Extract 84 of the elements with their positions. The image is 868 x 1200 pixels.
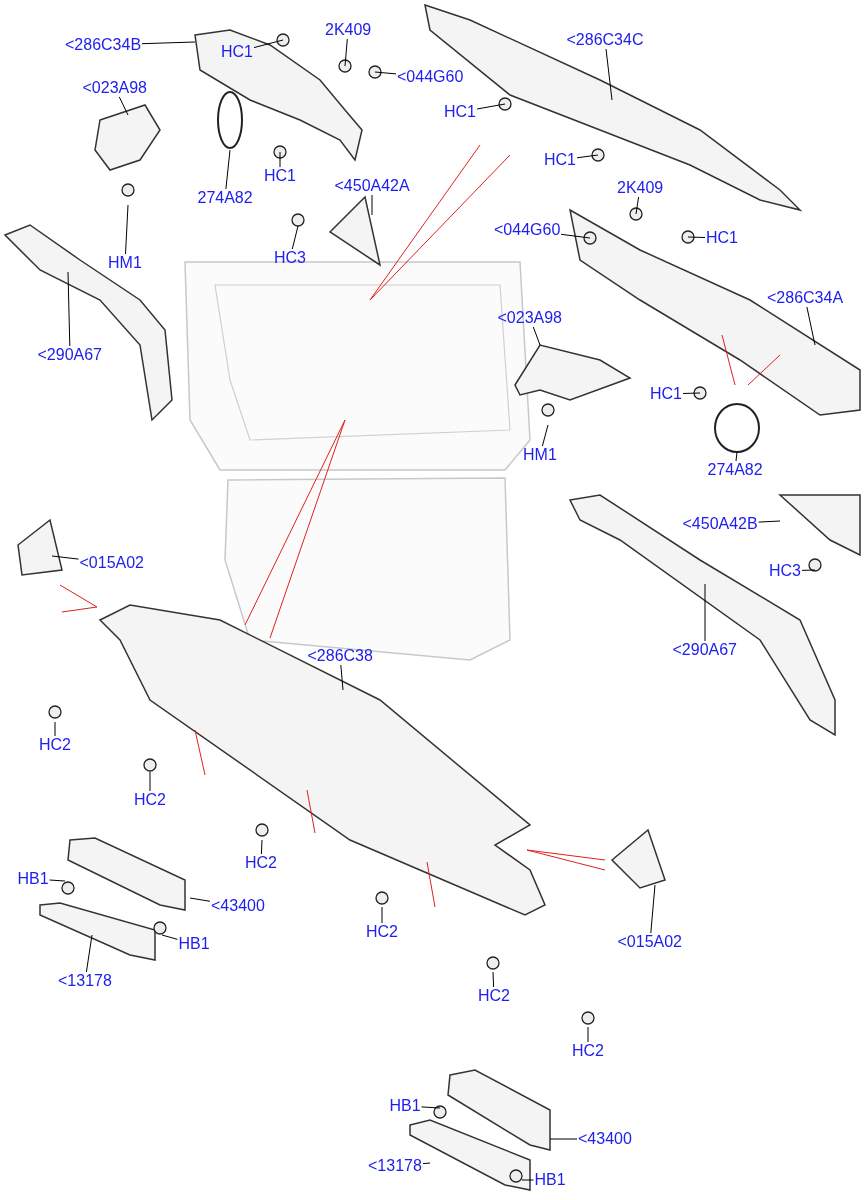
leader-line <box>253 39 284 49</box>
part-number: HC1 <box>649 385 683 403</box>
part-number: <015A02 <box>78 554 145 572</box>
part-number: 274A82 <box>706 461 764 479</box>
leader-line <box>51 555 79 560</box>
leader-line <box>149 771 151 792</box>
part-number: <450A42A <box>333 177 411 195</box>
leader-line <box>340 664 344 691</box>
part-number: HC1 <box>263 167 297 185</box>
part-number: HC2 <box>365 923 399 941</box>
leader-line <box>141 41 196 45</box>
part-number: HB1 <box>177 935 211 953</box>
leader-line <box>49 879 66 882</box>
part-number: HC1 <box>705 229 739 247</box>
part-number: HC3 <box>273 249 307 267</box>
leader-line <box>67 271 71 347</box>
part-number: HC3 <box>768 562 802 580</box>
part-number: <286C38 <box>306 647 374 665</box>
leader-line <box>371 194 373 216</box>
part-number: <286C34B <box>64 36 143 54</box>
leader-line <box>85 934 93 973</box>
leader-line <box>549 1138 578 1140</box>
part-number: HC1 <box>443 103 477 121</box>
part-number: <044G60 <box>396 68 465 86</box>
leader-line <box>279 151 281 168</box>
leader-line <box>682 392 701 394</box>
leader-line <box>189 897 211 902</box>
leader-line <box>125 204 129 255</box>
part-number: <13178 <box>57 972 113 990</box>
part-number: <023A98 <box>81 79 148 97</box>
part-number: HB1 <box>533 1171 567 1189</box>
part-number: <290A67 <box>671 641 738 659</box>
leader-line <box>521 1179 534 1181</box>
part-number: <43400 <box>577 1130 633 1148</box>
part-number: HC1 <box>220 43 254 61</box>
leader-line <box>291 225 299 250</box>
part-number: <015A02 <box>616 933 683 951</box>
leader-line <box>260 839 263 855</box>
part-number: HB1 <box>16 870 50 888</box>
part-number: <044G60 <box>493 221 562 239</box>
part-number: HC2 <box>133 791 167 809</box>
part-number: <450A42B <box>681 515 759 533</box>
part-number: 274A82 <box>196 189 254 207</box>
part-number: <286C34C <box>565 31 645 49</box>
leader-line <box>118 96 129 116</box>
leader-line <box>225 149 231 190</box>
part-number: HC2 <box>244 854 278 872</box>
leader-line <box>635 196 640 215</box>
part-number: HB1 <box>388 1097 422 1115</box>
leader-line <box>54 721 56 737</box>
leader-line <box>605 48 613 101</box>
part-number: 2K409 <box>324 21 373 39</box>
leader-line <box>476 103 506 110</box>
leader-line <box>374 71 397 75</box>
leader-line <box>806 306 816 346</box>
part-number: <43400 <box>210 897 266 915</box>
leader-line <box>560 233 591 239</box>
part-number: HC2 <box>477 987 511 1005</box>
part-number: <290A67 <box>36 346 103 364</box>
leader-line <box>344 38 348 67</box>
leader-line <box>687 236 706 238</box>
leader-line <box>576 154 599 159</box>
leader-line <box>532 326 541 346</box>
leader-line <box>758 520 781 523</box>
part-number: HC2 <box>571 1042 605 1060</box>
part-number: <286C34A <box>766 289 845 307</box>
leader-line <box>421 1106 441 1109</box>
leader-line <box>704 583 706 642</box>
leader-line <box>161 934 178 940</box>
part-number: HM1 <box>107 254 143 272</box>
part-number: <023A98 <box>496 309 563 327</box>
leader-line <box>492 971 495 988</box>
leader-line <box>422 1162 431 1165</box>
leader-line <box>801 569 816 571</box>
leader-line <box>587 1026 589 1043</box>
part-number: HM1 <box>522 446 558 464</box>
part-number: <13178 <box>367 1157 423 1175</box>
leader-line <box>541 424 549 447</box>
leader-line <box>650 884 656 934</box>
part-number: HC2 <box>38 736 72 754</box>
part-number: HC1 <box>543 151 577 169</box>
leader-line <box>381 906 383 924</box>
part-number: 2K409 <box>616 179 665 197</box>
leader-line <box>735 451 738 462</box>
